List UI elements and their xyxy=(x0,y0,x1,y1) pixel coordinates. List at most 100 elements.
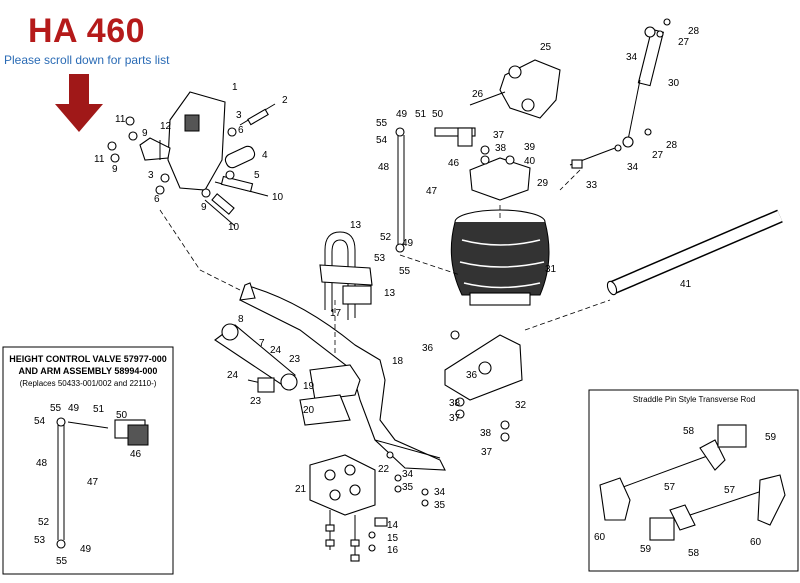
callout-25: 25 xyxy=(540,42,552,53)
callout-10: 10 xyxy=(228,222,240,233)
callout-53: 53 xyxy=(374,253,386,264)
callout-20: 20 xyxy=(303,405,315,416)
callout-33: 33 xyxy=(586,180,598,191)
callout-26: 26 xyxy=(472,89,484,100)
callout-28: 28 xyxy=(666,140,678,151)
rod-label-57: 57 xyxy=(664,482,676,493)
callout-24: 24 xyxy=(227,370,239,381)
rod-label-58: 58 xyxy=(688,548,700,559)
callout-5: 5 xyxy=(254,170,260,181)
valve-label-53: 53 xyxy=(34,535,46,546)
callout-50: 50 xyxy=(432,109,444,120)
air-spring xyxy=(450,209,550,306)
rod-label-60: 60 xyxy=(750,537,762,548)
callout-3: 3 xyxy=(236,110,242,121)
cross-tube xyxy=(606,209,783,296)
callout-27: 27 xyxy=(652,150,664,161)
valve-label-55: 55 xyxy=(56,556,68,567)
axle-seat xyxy=(299,364,361,426)
valve-label-49: 49 xyxy=(80,544,92,555)
callout-49: 49 xyxy=(402,238,414,249)
callout-19: 19 xyxy=(303,381,315,392)
callout-35: 35 xyxy=(434,500,446,511)
scroll-hint: Please scroll down for parts list xyxy=(4,53,170,67)
valve-label-49: 49 xyxy=(68,403,80,414)
callout-37: 37 xyxy=(449,413,461,424)
transverse-rod-inset-box: Straddle Pin Style Transverse Rod 58 59 … xyxy=(588,389,799,572)
hanger-bracket xyxy=(139,91,226,191)
callout-9: 9 xyxy=(142,128,148,139)
callout-48: 48 xyxy=(378,162,390,173)
callout-37: 37 xyxy=(493,130,505,141)
callout-38: 38 xyxy=(495,143,507,154)
valve-label-54: 54 xyxy=(34,416,46,427)
height-control-valve xyxy=(395,127,476,253)
callout-labels: 1 2 3 3 4 5 6 6 7 8 9 9 9 10 10 11 11 12… xyxy=(94,26,700,556)
callout-9: 9 xyxy=(201,202,207,213)
callout-37: 37 xyxy=(481,447,493,458)
torque-arm xyxy=(214,323,298,393)
callout-34: 34 xyxy=(627,162,639,173)
callout-9: 9 xyxy=(112,164,118,175)
callout-55: 55 xyxy=(399,266,411,277)
lower-piston-plate xyxy=(444,330,523,442)
callout-22: 22 xyxy=(378,464,390,475)
callout-3: 3 xyxy=(148,170,154,181)
callout-2: 2 xyxy=(282,95,288,106)
callout-39: 39 xyxy=(524,142,536,153)
callout-49: 49 xyxy=(396,109,408,120)
spring-beam xyxy=(239,282,446,471)
valve-label-48: 48 xyxy=(36,458,48,469)
rod-label-58: 58 xyxy=(683,426,695,437)
callout-55: 55 xyxy=(376,118,388,129)
callout-10: 10 xyxy=(272,192,284,203)
rod-label-57: 57 xyxy=(724,485,736,496)
callout-21: 21 xyxy=(295,484,307,495)
upper-mount xyxy=(469,145,531,201)
callout-46: 46 xyxy=(448,158,460,169)
valve-label-52: 52 xyxy=(38,517,50,528)
valve-label-51: 51 xyxy=(93,404,105,415)
hanger-bolts xyxy=(107,103,276,227)
valve-label-46: 46 xyxy=(130,449,142,460)
valve-box-subtitle: (Replaces 50433-001/002 and 22110-) xyxy=(20,379,157,388)
callout-18: 18 xyxy=(392,356,404,367)
callout-1: 1 xyxy=(232,82,238,93)
callout-35: 35 xyxy=(402,482,414,493)
callout-32: 32 xyxy=(515,400,527,411)
rod-label-60: 60 xyxy=(594,532,606,543)
callout-47: 47 xyxy=(426,186,438,197)
callout-41: 41 xyxy=(680,279,692,290)
callout-6: 6 xyxy=(154,194,160,205)
valve-box-title-line2: AND ARM ASSEMBLY 58994-000 xyxy=(19,366,158,376)
callout-6: 6 xyxy=(238,125,244,136)
callout-34: 34 xyxy=(402,469,414,480)
callout-27: 27 xyxy=(678,37,690,48)
callout-36: 36 xyxy=(466,370,478,381)
callout-29: 29 xyxy=(537,178,549,189)
rod-box-title: Straddle Pin Style Transverse Rod xyxy=(633,395,755,404)
valve-inset-box: HEIGHT CONTROL VALVE 57977-000 AND ARM A… xyxy=(2,346,174,575)
shock-bracket xyxy=(469,59,561,119)
rod-label-59: 59 xyxy=(640,544,652,555)
callout-16: 16 xyxy=(387,545,399,556)
shock-absorber xyxy=(569,18,671,169)
callout-11: 11 xyxy=(115,114,126,125)
callout-7: 7 xyxy=(259,338,265,349)
callout-31: 31 xyxy=(545,264,557,275)
callout-4: 4 xyxy=(262,150,268,161)
valve-label-47: 47 xyxy=(87,477,99,488)
callout-14: 14 xyxy=(387,520,399,531)
callout-51: 51 xyxy=(415,109,427,120)
callout-17: 17 xyxy=(330,308,342,319)
callout-34: 34 xyxy=(626,52,638,63)
lower-bracket xyxy=(309,451,429,562)
page-title: HA 460 xyxy=(28,12,146,50)
callout-30: 30 xyxy=(668,78,680,89)
valve-label-50: 50 xyxy=(116,410,128,421)
callout-40: 40 xyxy=(524,156,536,167)
u-bolts xyxy=(319,231,373,320)
callout-36: 36 xyxy=(422,343,434,354)
callout-23: 23 xyxy=(250,396,262,407)
